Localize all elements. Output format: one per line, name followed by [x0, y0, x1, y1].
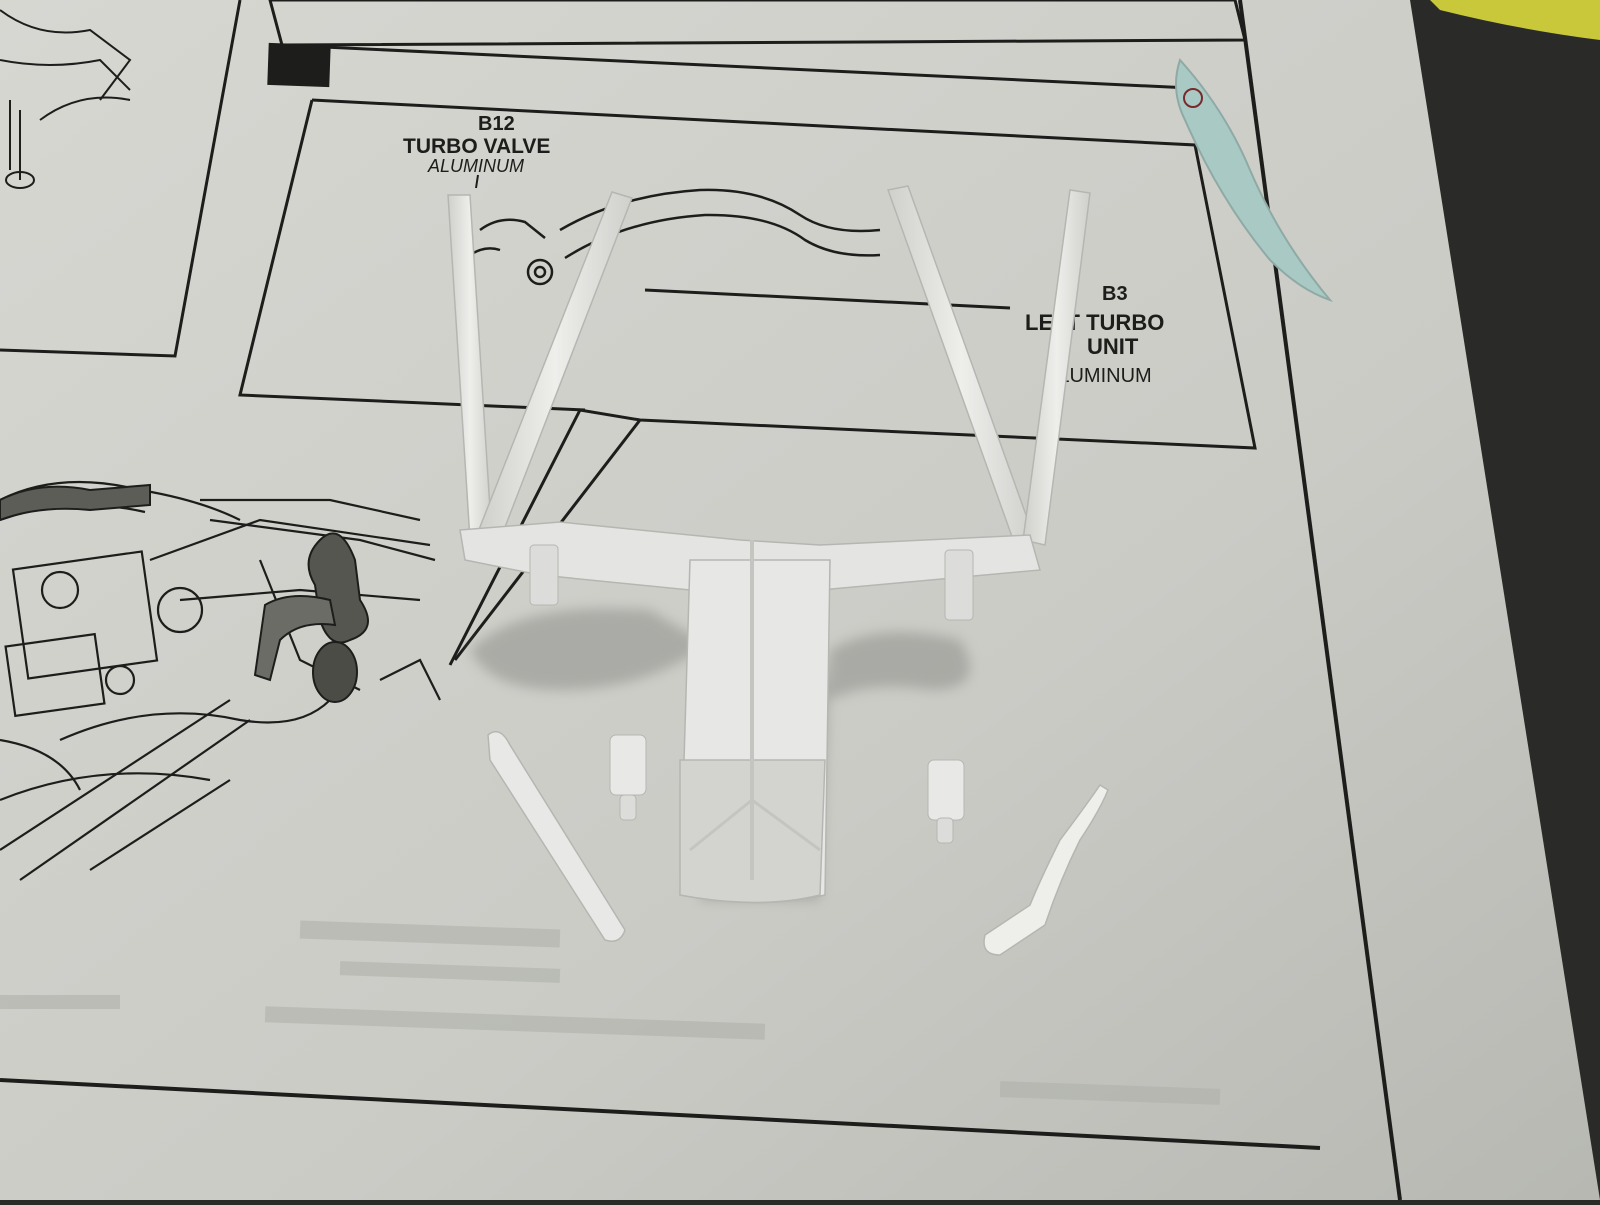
- turbo-valve-leader: [475, 174, 479, 189]
- step-letter-box: [267, 42, 331, 88]
- right-exhaust-pipe: [983, 783, 1109, 956]
- left-cylinder-part: [609, 734, 647, 796]
- bleed-through-print: [0, 920, 1221, 1105]
- page-border-line: [1238, 0, 1402, 1201]
- prev-step-box: [0, 0, 242, 358]
- step-box-line: [281, 43, 1191, 90]
- plastic-part: [447, 185, 1091, 904]
- turbo-unit-part: B3: [1102, 283, 1128, 305]
- bottom-border-line: [0, 1078, 1321, 1150]
- shaded-turbo-drawing: [0, 483, 369, 703]
- callout-frame: [311, 98, 1257, 666]
- right-mount: [944, 549, 974, 621]
- prev-step-drawing: [0, 9, 132, 189]
- blade-mark-icon: [1183, 88, 1203, 108]
- turbo-unit-name-2: UNIT: [1087, 334, 1139, 359]
- turbo-valve-finish: ALUMINUM: [427, 156, 524, 176]
- right-cylinder-tip: [936, 817, 954, 844]
- left-mount: [529, 544, 559, 606]
- turbo-unit-name-1: LEFT TURBO: [1025, 310, 1164, 335]
- yellow-tool: [1430, 0, 1600, 40]
- right-rear-leg: [1022, 189, 1091, 546]
- step-box-top: [268, 0, 1247, 47]
- right-cylinder-part: [927, 759, 965, 821]
- step-letter: C: [284, 50, 306, 83]
- left-exhaust-pipe: [487, 730, 626, 942]
- turbo-unit-finish: ALUMINUM: [1045, 365, 1152, 387]
- craft-blade: [1175, 58, 1334, 303]
- turbo-valve-part: B12: [478, 113, 515, 135]
- turbo-valve-name: TURBO VALVE: [403, 135, 550, 158]
- floor-pan-brace: [689, 798, 821, 852]
- left-cylinder-tip: [619, 794, 637, 821]
- loose-parts: [487, 730, 1109, 956]
